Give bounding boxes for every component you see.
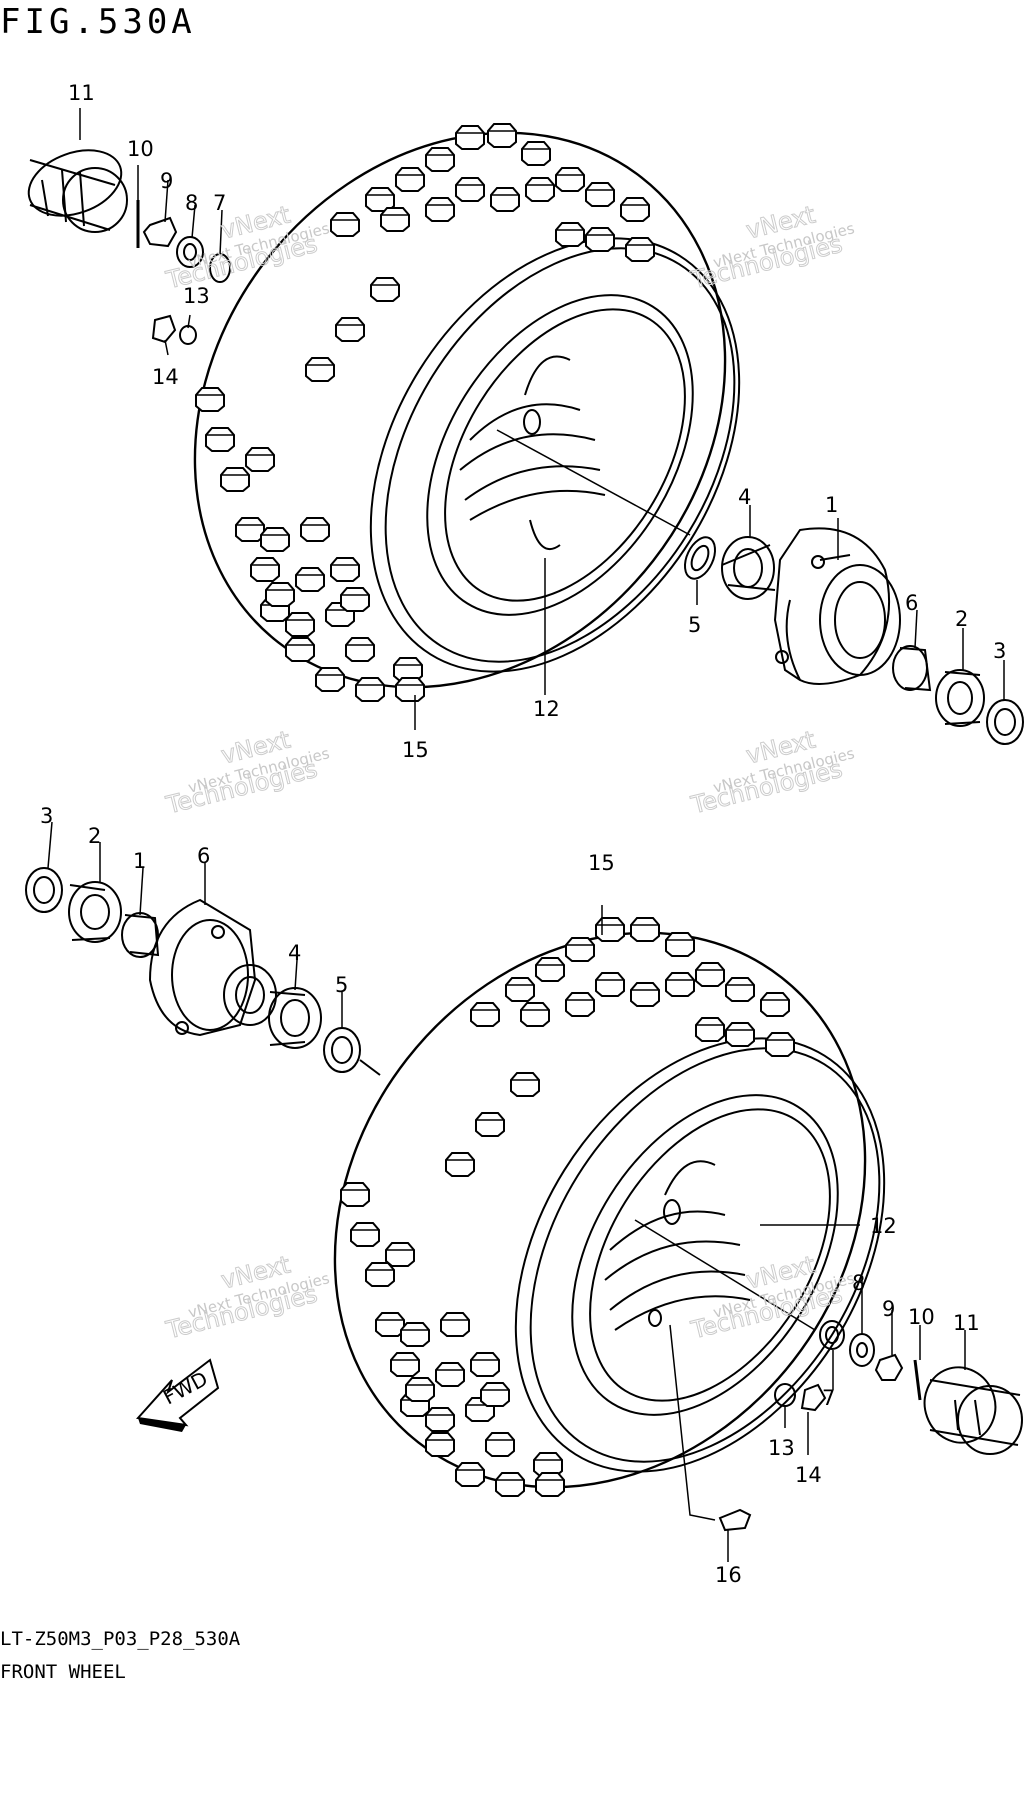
callout-bottom-6: 6 (197, 844, 210, 868)
callout-top-2: 2 (955, 607, 968, 631)
drawing-name: FRONT WHEEL (0, 1661, 126, 1683)
callout-top-13: 13 (183, 284, 210, 308)
callout-top-8: 8 (185, 191, 198, 215)
drawing-code: LT-Z50M3_P03_P28_530A (0, 1628, 241, 1650)
bottom-rim (571, 1094, 839, 1416)
bottom-tire (333, 931, 886, 1489)
callout-bottom-11: 11 (953, 1311, 980, 1335)
fwd-arrow: FWD (136, 1358, 220, 1432)
callout-top-3: 3 (993, 639, 1006, 663)
bottom-hub-group (25, 867, 381, 1076)
callout-top-6: 6 (905, 591, 918, 615)
top-hub-group (683, 527, 1024, 745)
callout-bottom-12: 12 (870, 1214, 897, 1238)
top-fastener-group (27, 149, 231, 345)
top-tire (193, 131, 741, 689)
bottom-leader-lines (47, 821, 966, 1562)
callout-top-1: 1 (825, 493, 838, 517)
callout-bottom-16: 16 (715, 1563, 742, 1587)
callout-top-10: 10 (127, 137, 154, 161)
top-rim (426, 294, 694, 616)
callout-top-9: 9 (160, 169, 173, 193)
callout-bottom-8: 8 (852, 1271, 865, 1295)
callout-bottom-4: 4 (288, 941, 301, 965)
top-wheel-assembly (27, 108, 1024, 745)
callout-bottom-13: 13 (768, 1436, 795, 1460)
callout-bottom-14: 14 (795, 1463, 822, 1487)
bottom-tread (340, 917, 795, 1497)
callout-bottom-10: 10 (908, 1305, 935, 1329)
callout-top-14: 14 (152, 365, 179, 389)
callout-bottom-1: 1 (133, 849, 146, 873)
callout-bottom-3: 3 (40, 804, 53, 828)
callout-top-12: 12 (533, 697, 560, 721)
callout-top-4: 4 (738, 485, 751, 509)
callout-top-11: 11 (68, 81, 95, 105)
callout-bottom-9: 9 (882, 1297, 895, 1321)
bottom-wheel-assembly (25, 821, 1023, 1562)
figure-title: FIG.530A (0, 2, 196, 42)
callout-top-5: 5 (688, 613, 701, 637)
callout-top-7: 7 (213, 191, 226, 215)
callout-bottom-15: 15 (588, 851, 615, 875)
callout-bottom-5: 5 (335, 973, 348, 997)
callout-bottom-7: 7 (822, 1386, 835, 1410)
top-leader-lines (79, 108, 1005, 730)
callout-top-15: 15 (402, 738, 429, 762)
callout-bottom-2: 2 (88, 824, 101, 848)
bottom-fastener-group (718, 1320, 1023, 1532)
